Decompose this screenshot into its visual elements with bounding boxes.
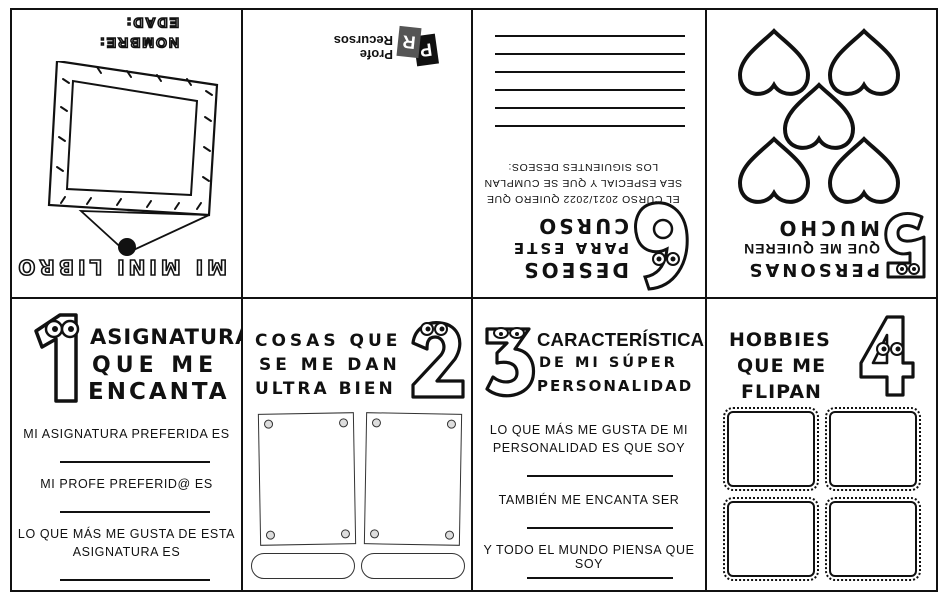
logo-text-2: Recursos [333, 33, 393, 48]
characteristics-question-2: TAMBIÉN ME ENCANTA SER [498, 493, 680, 507]
write-line [495, 53, 685, 55]
panel-3-characteristics: CARACTERÍSTICAS DE MI SÚPER PERSONALIDAD… [473, 299, 705, 592]
mini-book-sheet: MI MINI LIBRO NOMBRE: EDAD: P [10, 8, 938, 592]
panel-favourite-subject: ASIGNATURA QUE ME ENCANTA MI ASIGNATURA … [12, 299, 241, 592]
number-2-character-icon [411, 321, 465, 399]
people-title-3: MUCHO [775, 216, 880, 240]
number-3-character-icon [485, 327, 536, 398]
fold-line-middle [12, 297, 936, 299]
characteristics-question-1a: LO QUE MÁS ME GUSTA DE MI [489, 423, 689, 437]
characteristics-title-1: CARACTERÍSTICAS [537, 329, 705, 350]
name-label: NOMBRE: [97, 34, 179, 52]
wishes-title-1: DESEOS [521, 258, 629, 282]
logo-text-1: Profe [359, 47, 393, 62]
profe-recursos-logo: P R [396, 25, 439, 67]
fold-line-2 [471, 10, 473, 590]
subject-question-2: MI PROFE PREFERID@ ES [40, 477, 213, 491]
things-title-2: SE ME DAN [259, 355, 401, 375]
things-title-1: COSAS QUE [255, 331, 402, 351]
panel-4-hobbies: HOBBIES QUE ME FLIPAN [707, 299, 938, 592]
people-title-2: QUE ME QUIEREN [743, 241, 880, 257]
photo-frame-1 [257, 412, 357, 546]
hobbies-title-2: QUE ME [737, 355, 827, 377]
hobby-box-4 [825, 497, 921, 581]
number-6-character-icon [634, 201, 689, 291]
hobby-box-3 [723, 497, 819, 581]
answer-line [527, 475, 673, 477]
answer-line [60, 511, 210, 513]
hobbies-title-3: FLIPAN [741, 381, 822, 403]
subject-title-1: ASIGNATURA [90, 325, 241, 349]
characteristics-title-2: DE MI SÚPER [539, 355, 678, 371]
age-label: EDAD: [124, 14, 180, 32]
things-title-3: ULTRA BIEN [255, 379, 396, 399]
characteristics-question-1b: PERSONALIDAD ES QUE SOY [492, 441, 686, 455]
caption-box-1 [251, 553, 355, 579]
panel-logo: P R Profe Recursos [243, 10, 471, 297]
answer-line [527, 577, 673, 579]
number-5-character-icon [884, 212, 926, 279]
picture-frame-icon [47, 61, 219, 256]
fold-line-1 [241, 10, 243, 590]
write-line [495, 89, 685, 91]
wishes-text-1: EL CURSO 2021/2022 QUIERO QUE [486, 193, 680, 205]
subject-title-2: QUE ME [92, 353, 219, 378]
hearts-icon [738, 29, 900, 204]
wishes-title-2: PARA ESTE [510, 239, 629, 257]
number-1-character-icon [34, 313, 80, 403]
characteristics-question-3: Y TODO EL MUNDO PIENSA QUE SOY [483, 543, 695, 571]
hobbies-title-1: HOBBIES [729, 329, 831, 351]
answer-line [60, 579, 210, 581]
wishes-text-2: SEA ESPECIAL Y QUE SE CUMPLAN [483, 177, 683, 189]
subject-question-3b: ASIGNATURA ES [72, 545, 181, 559]
panel-2-things: COSAS QUE SE ME DAN ULTRA BIEN [243, 299, 471, 592]
characteristics-title-3: PERSONALIDAD [537, 377, 694, 395]
number-4-character-icon [859, 315, 915, 397]
caption-box-2 [361, 553, 465, 579]
panel-6-wishes: DESEOS PARA ESTE CURSO EL CURSO 2021/202… [473, 10, 705, 297]
subject-question-1: MI ASIGNATURA PREFERIDA ES [23, 427, 230, 441]
hobby-box-2 [825, 407, 921, 491]
hobby-box-1 [723, 407, 819, 491]
people-title-1: PERSONAS [746, 259, 880, 280]
write-line [495, 35, 685, 37]
write-line [495, 125, 685, 127]
wishes-text-3: LOS SIGUIENTES DESEOS: [507, 161, 659, 173]
wishes-title-3: CURSO [536, 214, 629, 238]
subject-question-3a: LO QUE MÁS ME GUSTA DE ESTA [17, 527, 236, 541]
write-line [495, 107, 685, 109]
fold-line-3 [705, 10, 707, 590]
answer-line [60, 461, 210, 463]
panel-cover: MI MINI LIBRO NOMBRE: EDAD: [12, 10, 241, 297]
photo-frame-2 [363, 412, 463, 546]
write-line [495, 71, 685, 73]
subject-title-3: ENCANTA [88, 379, 230, 405]
panel-5-people: PERSONAS QUE ME QUIEREN MUCHO [707, 10, 938, 297]
answer-line [527, 527, 673, 529]
